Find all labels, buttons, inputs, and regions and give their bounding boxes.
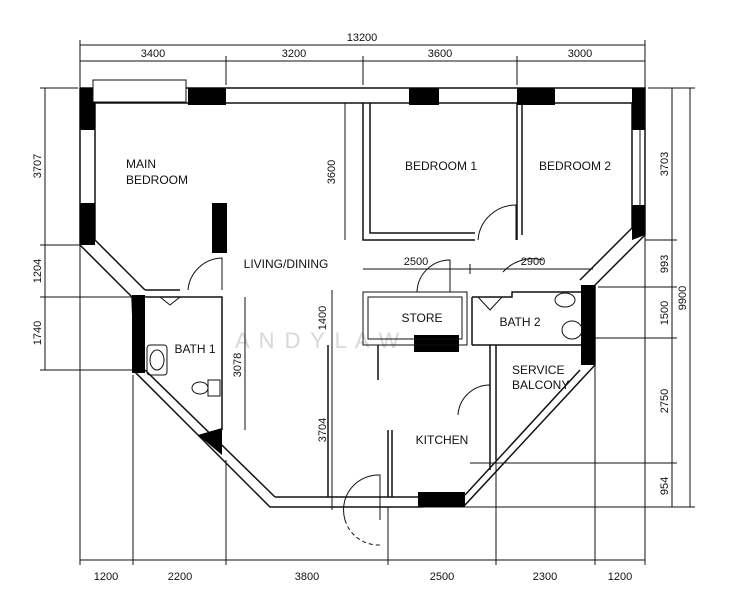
dim-bottom: 1200 <box>608 571 632 583</box>
dim-bottom: 1200 <box>94 571 118 583</box>
dim-top: 3200 <box>282 48 306 60</box>
basin-icon <box>561 320 583 340</box>
label-main-bedroom: BEDROOM <box>126 173 188 187</box>
room-labels: MAIN BEDROOM BEDROOM 1 BEDROOM 2 LIVING/… <box>126 157 611 447</box>
dim-right: 954 <box>659 477 671 495</box>
dim-bath1: 3078 <box>232 353 244 377</box>
dim-right: 2750 <box>659 389 671 413</box>
label-store: STORE <box>401 311 442 325</box>
label-living-dining: LIVING/DINING <box>244 257 329 271</box>
bottom-dimensions: 1200 2200 3800 2500 2300 1200 <box>79 235 646 583</box>
label-kitchen: KITCHEN <box>416 433 469 447</box>
outer-walls <box>79 79 646 508</box>
dim-top: 3400 <box>141 48 165 60</box>
dim-bottom: 2300 <box>533 571 557 583</box>
dim-top: 3600 <box>428 48 452 60</box>
label-bath-1: BATH 1 <box>174 342 215 356</box>
dim-right: 993 <box>659 255 671 273</box>
left-dimensions: 3707 1204 1740 <box>32 87 132 371</box>
dim-bath2-width: 2900 <box>521 256 545 268</box>
right-dimensions: 3703 993 1500 2750 954 9900 <box>420 87 695 508</box>
label-service-balcony: BALCONY <box>512 378 569 392</box>
dim-bottom: 2500 <box>430 571 454 583</box>
label-bedroom-1: BEDROOM 1 <box>405 159 477 173</box>
toilet-icon <box>191 381 209 395</box>
top-dimensions: 13200 3400 3200 3600 3000 <box>79 32 646 88</box>
dim-bottom: 3800 <box>295 571 319 583</box>
label-service-balcony: SERVICE <box>512 363 564 377</box>
dim-total-height: 9900 <box>677 286 689 310</box>
dim-left: 3707 <box>32 154 44 178</box>
toilet-icon <box>554 292 576 308</box>
dim-bottom: 2200 <box>168 571 192 583</box>
dim-store-width: 2500 <box>404 256 428 268</box>
dim-kitchen: 3704 <box>317 418 329 442</box>
dim-bedroom1-depth: 3600 <box>326 160 338 184</box>
watermark: A N D Y L A W <box>235 328 401 353</box>
interior-dimensions: 3600 3078 3704 1400 2500 2900 <box>232 103 593 510</box>
dim-top: 3000 <box>568 48 592 60</box>
dim-total-width: 13200 <box>347 32 378 44</box>
fixtures <box>146 292 583 397</box>
interior-walls <box>145 103 581 497</box>
dim-left: 1204 <box>32 259 44 283</box>
label-bedroom-2: BEDROOM 2 <box>539 159 611 173</box>
label-bath-2: BATH 2 <box>499 315 540 329</box>
dim-store-depth: 1400 <box>317 306 329 330</box>
dim-right: 3703 <box>659 152 671 176</box>
label-main-bedroom: MAIN <box>126 157 156 171</box>
doors <box>159 204 544 546</box>
basin-icon <box>146 344 168 376</box>
dim-right: 1500 <box>659 301 671 325</box>
dim-left: 1740 <box>32 321 44 345</box>
